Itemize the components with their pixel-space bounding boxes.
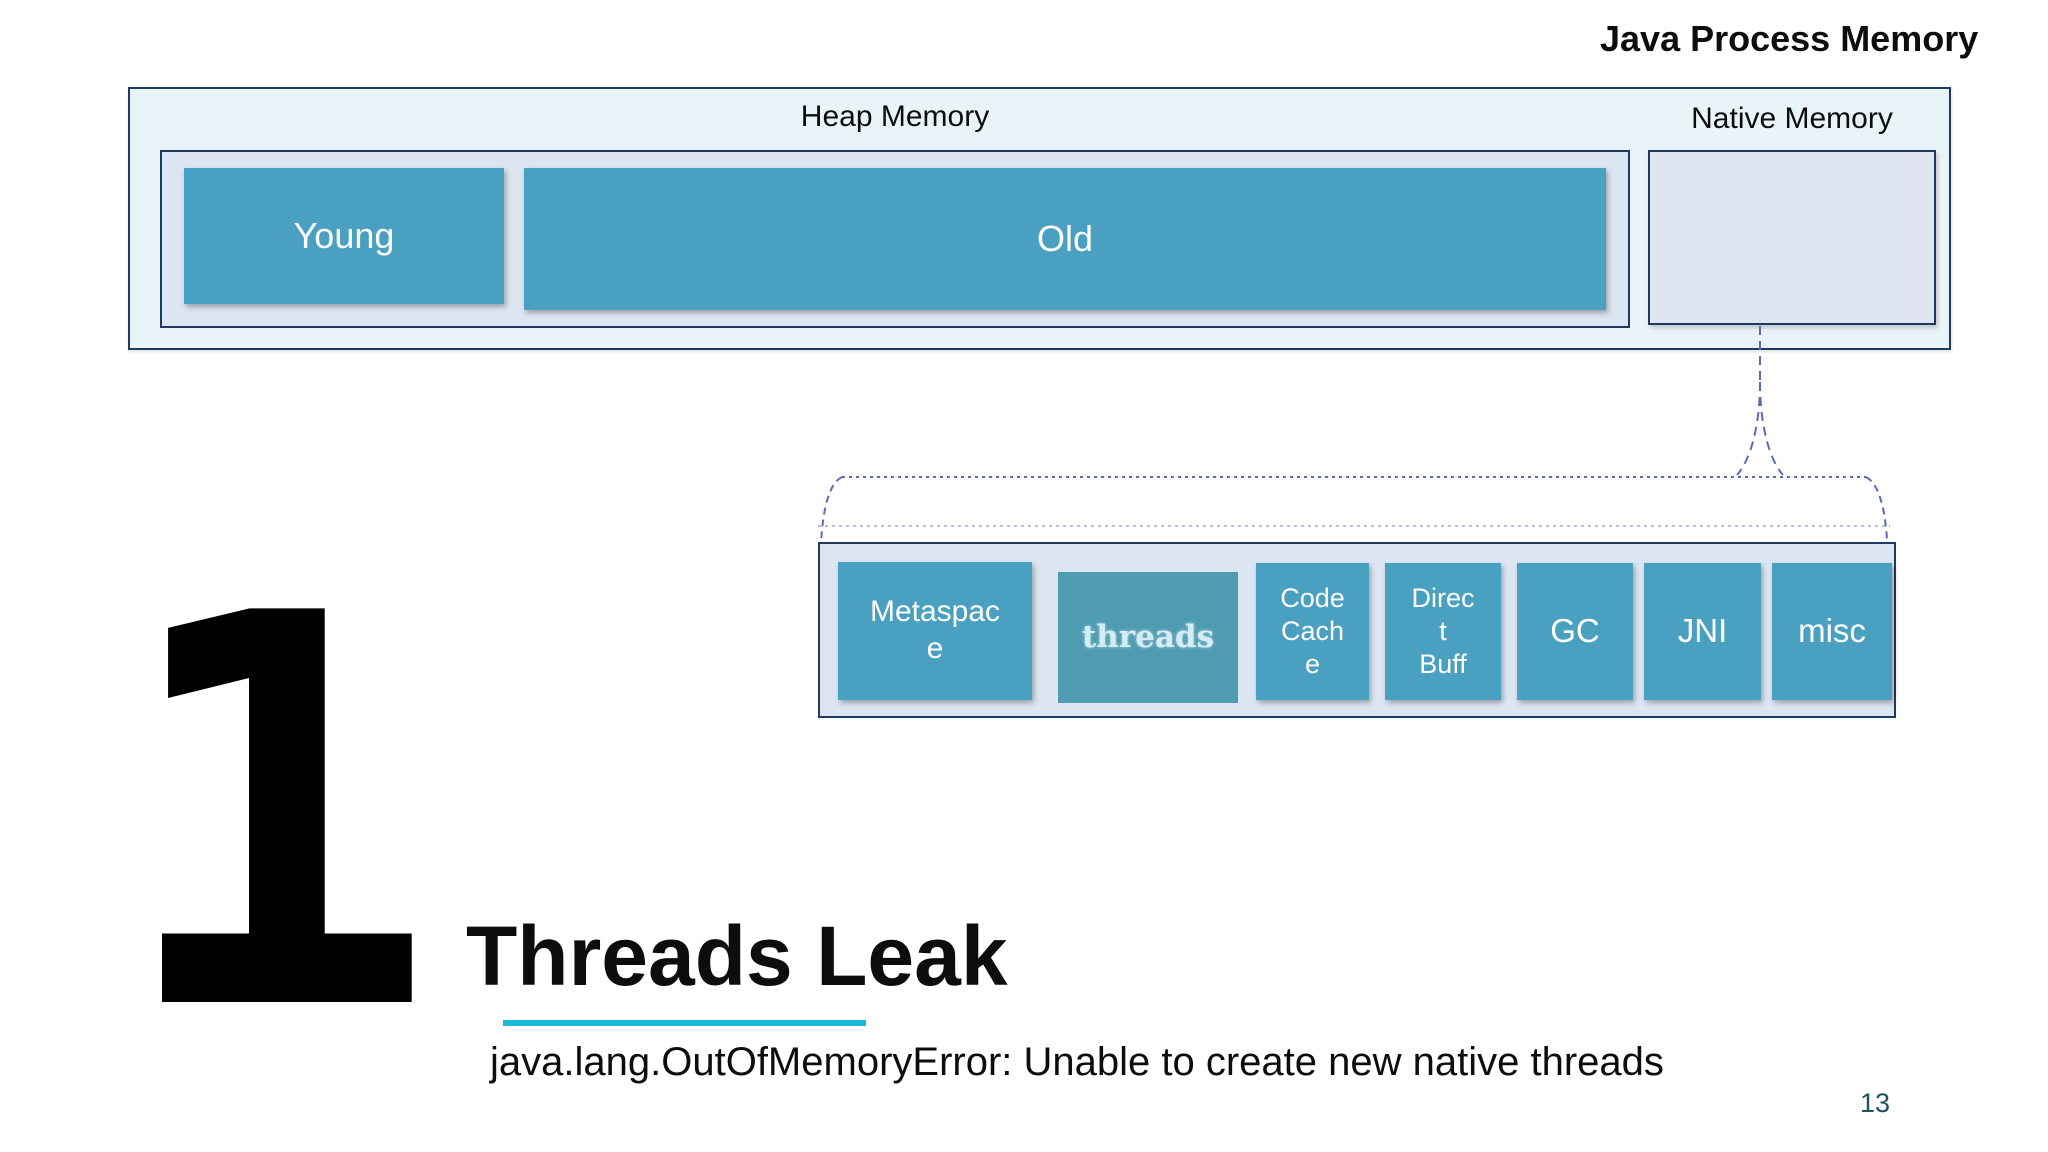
native-memory-label: Native Memory — [1691, 102, 1893, 135]
threads-leak-heading: Threads Leak — [466, 909, 1008, 1003]
native-region-gc: GC — [1517, 563, 1633, 700]
big-number-1: 1 — [112, 502, 438, 1130]
heap-region-old: Old — [524, 168, 1606, 310]
native-region-threads: threads — [1058, 572, 1238, 703]
native-memory-box — [1648, 150, 1936, 325]
native-region-code-cache: Code Cach e — [1256, 563, 1369, 700]
slide-title: Java Process Memory — [1600, 18, 1979, 59]
heap-region-young: Young — [184, 168, 504, 304]
heap-memory-label: Heap Memory — [800, 100, 990, 133]
native-region-misc: misc — [1772, 563, 1892, 700]
young-label: Young — [293, 215, 395, 256]
native-region-metaspace: Metaspac e — [838, 562, 1032, 700]
oom-error-text: java.lang.OutOfMemoryError: Unable to cr… — [490, 1040, 1664, 1084]
native-region-jni: JNI — [1644, 563, 1761, 700]
page-number: 13 — [1859, 1088, 1891, 1118]
native-region-direct-buff: Direc t Buff — [1385, 563, 1501, 700]
old-label: Old — [1036, 218, 1094, 259]
heading-underline — [503, 1020, 866, 1026]
